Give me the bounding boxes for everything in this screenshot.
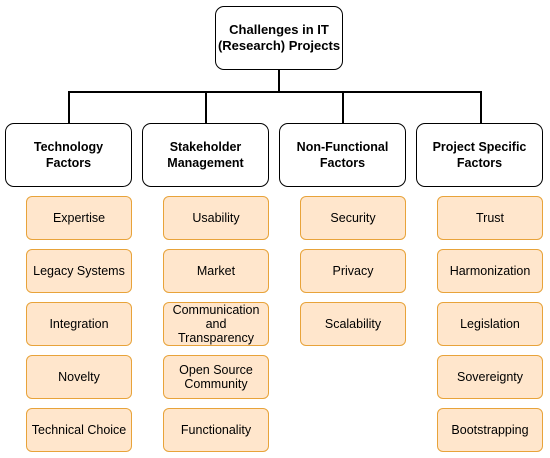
factor-item-label: Communication and Transparency <box>172 303 260 345</box>
factor-item-usability: Usability <box>163 196 269 240</box>
factor-item-security: Security <box>300 196 406 240</box>
factor-item-sovereignty: Sovereignty <box>437 355 543 399</box>
branch-line-technology <box>68 91 70 123</box>
factor-item-label: Market <box>196 264 236 278</box>
factor-item-label: Legacy Systems <box>33 264 125 278</box>
factor-item-label: Integration <box>49 317 109 331</box>
branch-line-stakeholder <box>205 91 207 123</box>
factor-item-functionality: Functionality <box>163 408 269 452</box>
factor-item-harmonization: Harmonization <box>437 249 543 293</box>
branch-line-nonfunctional <box>342 91 344 123</box>
category-node-nonfunctional: Non-Functional Factors <box>279 123 406 187</box>
factor-item-label: Scalability <box>324 317 382 331</box>
category-label: Non-Functional Factors <box>296 140 389 170</box>
factor-item-technical-choice: Technical Choice <box>26 408 132 452</box>
factor-item-expertise: Expertise <box>26 196 132 240</box>
branch-line-project <box>480 91 482 123</box>
factor-item-novelty: Novelty <box>26 355 132 399</box>
factor-item-legacy-systems: Legacy Systems <box>26 249 132 293</box>
factor-item-open-source: Open Source Community <box>163 355 269 399</box>
factor-item-label: Harmonization <box>449 264 531 278</box>
factor-item-label: Functionality <box>180 423 252 437</box>
factor-item-bootstrapping: Bootstrapping <box>437 408 543 452</box>
factor-item-scalability: Scalability <box>300 302 406 346</box>
root-stem-line <box>278 70 280 92</box>
category-label: Project Specific Factors <box>432 140 527 170</box>
factor-item-label: Privacy <box>332 264 374 278</box>
factor-item-communication: Communication and Transparency <box>163 302 269 346</box>
category-node-project: Project Specific Factors <box>416 123 543 187</box>
horizontal-bus-line <box>68 91 481 93</box>
category-label: Technology Factors <box>33 140 104 170</box>
factor-item-label: Sovereignty <box>456 370 523 384</box>
factor-item-label: Usability <box>192 211 240 225</box>
category-node-stakeholder: Stakeholder Management <box>142 123 269 187</box>
factor-item-label: Expertise <box>52 211 106 225</box>
category-label: Stakeholder Management <box>167 140 244 170</box>
factor-item-trust: Trust <box>437 196 543 240</box>
factor-item-label: Trust <box>475 211 504 225</box>
factor-item-label: Security <box>330 211 376 225</box>
root-node-label: Challenges in IT (Research) Projects <box>217 22 341 53</box>
factor-item-legislation: Legislation <box>437 302 543 346</box>
factor-item-label: Legislation <box>460 317 520 331</box>
factor-item-integration: Integration <box>26 302 132 346</box>
factor-item-label: Novelty <box>58 370 100 384</box>
root-node: Challenges in IT (Research) Projects <box>215 6 343 70</box>
factor-item-market: Market <box>163 249 269 293</box>
category-node-technology: Technology Factors <box>5 123 132 187</box>
factor-item-label: Technical Choice <box>31 423 127 437</box>
factor-item-label: Bootstrapping <box>451 423 529 437</box>
factor-item-privacy: Privacy <box>300 249 406 293</box>
factor-item-label: Open Source Community <box>179 363 253 391</box>
